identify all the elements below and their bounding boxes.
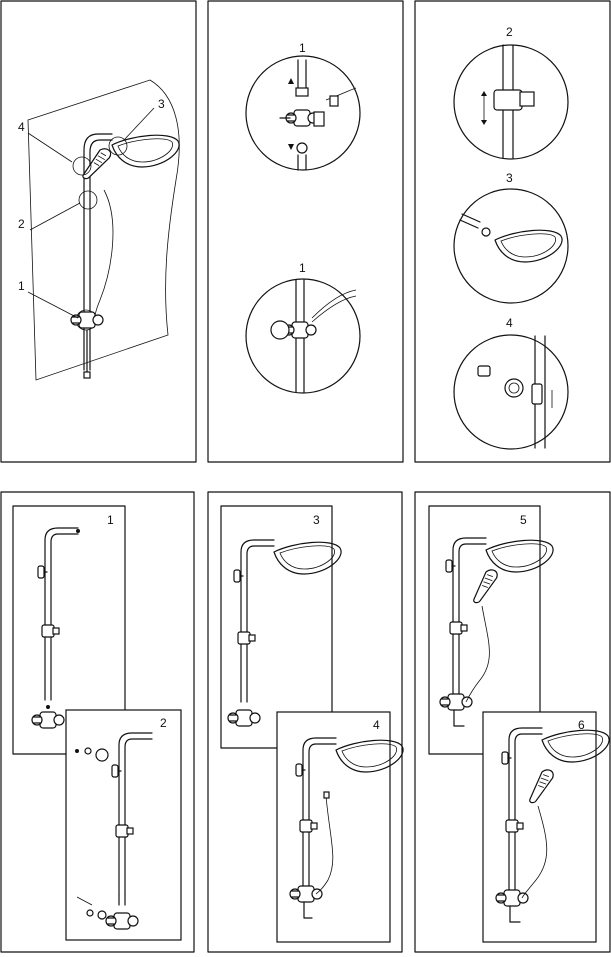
- step-number-6: 6: [578, 718, 585, 732]
- step-number-4: 4: [373, 718, 380, 732]
- panel-steps-5-6: 5 6: [414, 491, 611, 953]
- step-number-3: 3: [313, 513, 320, 527]
- detail-circle-valve-assembled: [245, 278, 361, 394]
- panel-steps-3-4: 3 4: [207, 491, 404, 953]
- panel-overview: 4 3 2 1: [0, 0, 197, 463]
- step-label-2: 2: [506, 25, 513, 39]
- panel-steps-1-2: 1 2: [0, 491, 195, 953]
- step-label-1b: 1: [299, 261, 306, 275]
- step-label-4: 4: [506, 316, 513, 330]
- detail-circle-head: [453, 188, 569, 304]
- valve-assembled-view: [270, 279, 357, 393]
- valve-exploded-view: [279, 59, 357, 171]
- callout-1: 1: [18, 279, 25, 293]
- callout-2: 2: [18, 217, 25, 231]
- detail-circle-slider: [453, 44, 569, 160]
- step-number-2: 2: [160, 716, 167, 730]
- panel-component-detail: 2 3 4: [414, 0, 611, 463]
- callout-3: 3: [158, 97, 165, 111]
- panel-valve-detail: 1 1: [207, 0, 404, 463]
- step-number-1: 1: [107, 513, 114, 527]
- wall-outline: [27, 79, 180, 381]
- step-box-6: [482, 711, 597, 943]
- step-box-4: [276, 711, 391, 943]
- detail-circle-valve-exploded: [245, 55, 361, 171]
- detail-circle-bracket: [453, 334, 569, 450]
- step-label-1a: 1: [299, 41, 306, 55]
- callout-4: 4: [18, 120, 25, 134]
- step-number-5: 5: [520, 513, 527, 527]
- step-label-3: 3: [506, 171, 513, 185]
